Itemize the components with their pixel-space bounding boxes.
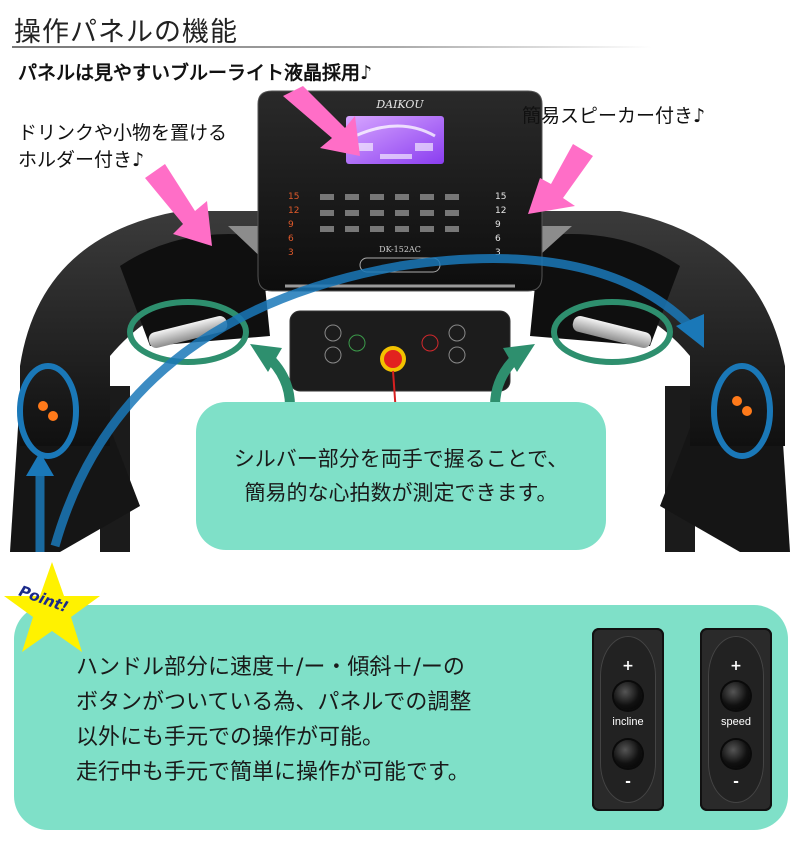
title-divider [12, 46, 652, 48]
page-title: 操作パネルの機能 [14, 17, 238, 48]
right-key-12: 12 [495, 206, 506, 216]
incline-plus-button [614, 682, 642, 710]
left-key-15: 15 [288, 192, 299, 202]
incline-minus-button [614, 740, 642, 768]
right-key-9: 9 [495, 220, 501, 230]
point-star-badge [4, 562, 100, 652]
speed-plus-button [722, 682, 750, 710]
speed-minus-label: - [733, 774, 739, 790]
blue-highlight-right-buttons [711, 363, 773, 459]
pink-arrow-speaker [528, 144, 593, 214]
caption-holder-line1: ドリンクや小物を置ける [18, 122, 228, 144]
right-key-6: 6 [495, 234, 501, 244]
hand-note-line1: ハンドル部分に速度＋/ー・傾斜＋/ーの [76, 655, 465, 680]
hand-note-line3: 以外にも手元での操作が可能。 [76, 725, 385, 750]
speed-plus-label: + [730, 658, 742, 674]
caption-speaker: 簡易スピーカー付き♪ [522, 105, 706, 127]
model-number: DK-152AC [379, 245, 421, 254]
hand-note-line2: ボタンがついている為、パネルでの調整 [76, 690, 472, 715]
right-key-3: 3 [495, 248, 501, 258]
left-key-6: 6 [288, 234, 294, 244]
left-quick-keys: 15 12 9 6 3 [288, 192, 299, 258]
left-key-3: 3 [288, 248, 294, 258]
heart-rate-line2: 簡易的な心拍数が測定できます。 [244, 481, 558, 505]
incline-control-illustration: + incline - [592, 628, 664, 811]
incline-plus-label: + [622, 658, 634, 674]
green-highlight-left-grip [127, 299, 249, 365]
heart-rate-line1: シルバー部分を両手で握ることで、 [233, 447, 569, 471]
hand-note-line4: 走行中も手元で簡単に操作が可能です。 [76, 760, 470, 785]
heart-rate-note: シルバー部分を両手で握ることで、 簡易的な心拍数が測定できます。 [196, 402, 606, 550]
blue-arrow-curve [50, 254, 694, 548]
caption-holder-line2: ホルダー付き♪ [18, 149, 145, 171]
blue-highlight-left-buttons [17, 363, 79, 459]
incline-minus-label: - [625, 774, 631, 790]
pink-arrow-lcd [283, 86, 360, 156]
caption-lcd: パネルは見やすいブルーライト液晶採用♪ [18, 62, 373, 84]
brand-logo: DAIKOU [375, 98, 424, 111]
incline-label: incline [612, 716, 644, 728]
green-highlight-right-grip [551, 299, 673, 365]
left-key-9: 9 [288, 220, 294, 230]
left-key-12: 12 [288, 206, 299, 216]
speed-label: speed [721, 716, 751, 728]
speed-minus-button [722, 740, 750, 768]
right-key-15: 15 [495, 192, 506, 202]
speed-control-illustration: + speed - [700, 628, 772, 811]
treadmill-console-photo: DAIKOU 15 12 9 6 3 15 12 9 6 3 DK-152AC [10, 86, 790, 552]
program-grid [320, 194, 459, 232]
hand-controls-note: ハンドル部分に速度＋/ー・傾斜＋/ーの ボタンがついている為、パネルでの調整 以… [76, 650, 471, 790]
pink-arrow-holder [145, 164, 212, 246]
right-quick-keys: 15 12 9 6 3 [495, 192, 506, 258]
